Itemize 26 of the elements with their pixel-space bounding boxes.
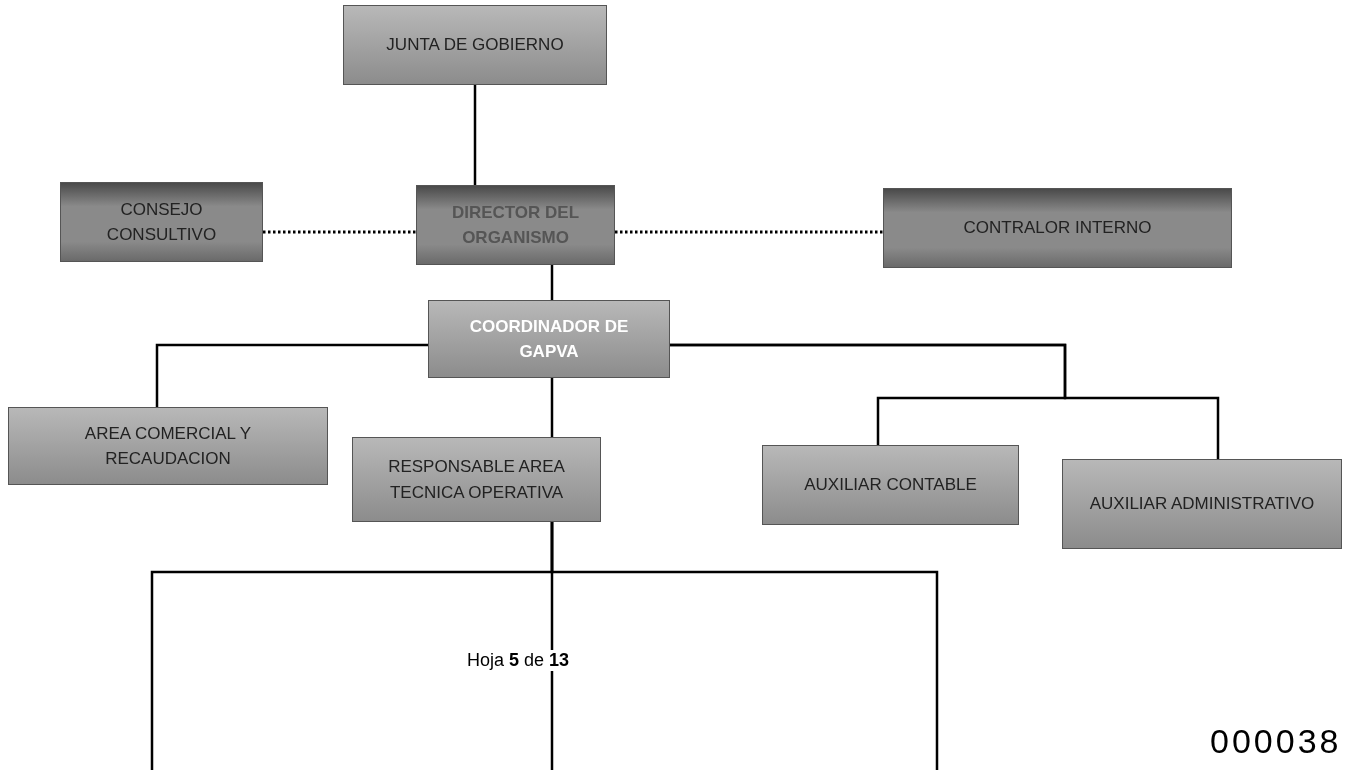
page-number-text: Hoja 5 de 13 xyxy=(467,650,570,671)
org-box xyxy=(60,182,263,262)
box-title: RESPONSABLE AREA TECNICA OPERATIVA xyxy=(387,456,566,504)
box-title: CONTRALOR INTERNO xyxy=(962,217,1153,240)
connector-line xyxy=(670,343,1220,459)
box-title: AUXILIAR ADMINISTRATIVO xyxy=(1088,493,1316,516)
box-title: CONSEJO CONSULTIVO xyxy=(105,198,218,246)
connector-line xyxy=(550,265,554,300)
org-box xyxy=(883,188,1232,268)
box-title: JUNTA DE GOBIERNO xyxy=(385,34,565,57)
org-box xyxy=(352,437,601,522)
box-title: AUXILIAR CONTABLE xyxy=(803,474,978,497)
box-title: AREA COMERCIAL Y RECAUDACION xyxy=(83,422,253,470)
org-box xyxy=(1062,459,1342,549)
box-title: COORDINADOR DE GAPVA xyxy=(468,315,630,363)
connector-line xyxy=(263,230,416,234)
org-box xyxy=(762,445,1019,525)
connector-line xyxy=(615,230,883,234)
org-box xyxy=(343,5,607,85)
connector-line xyxy=(550,522,939,770)
org-box xyxy=(428,300,670,378)
connector-line xyxy=(155,343,428,407)
org-box xyxy=(416,185,615,265)
connector-line xyxy=(550,378,554,437)
connector-line xyxy=(473,85,477,185)
org-box xyxy=(8,407,328,485)
